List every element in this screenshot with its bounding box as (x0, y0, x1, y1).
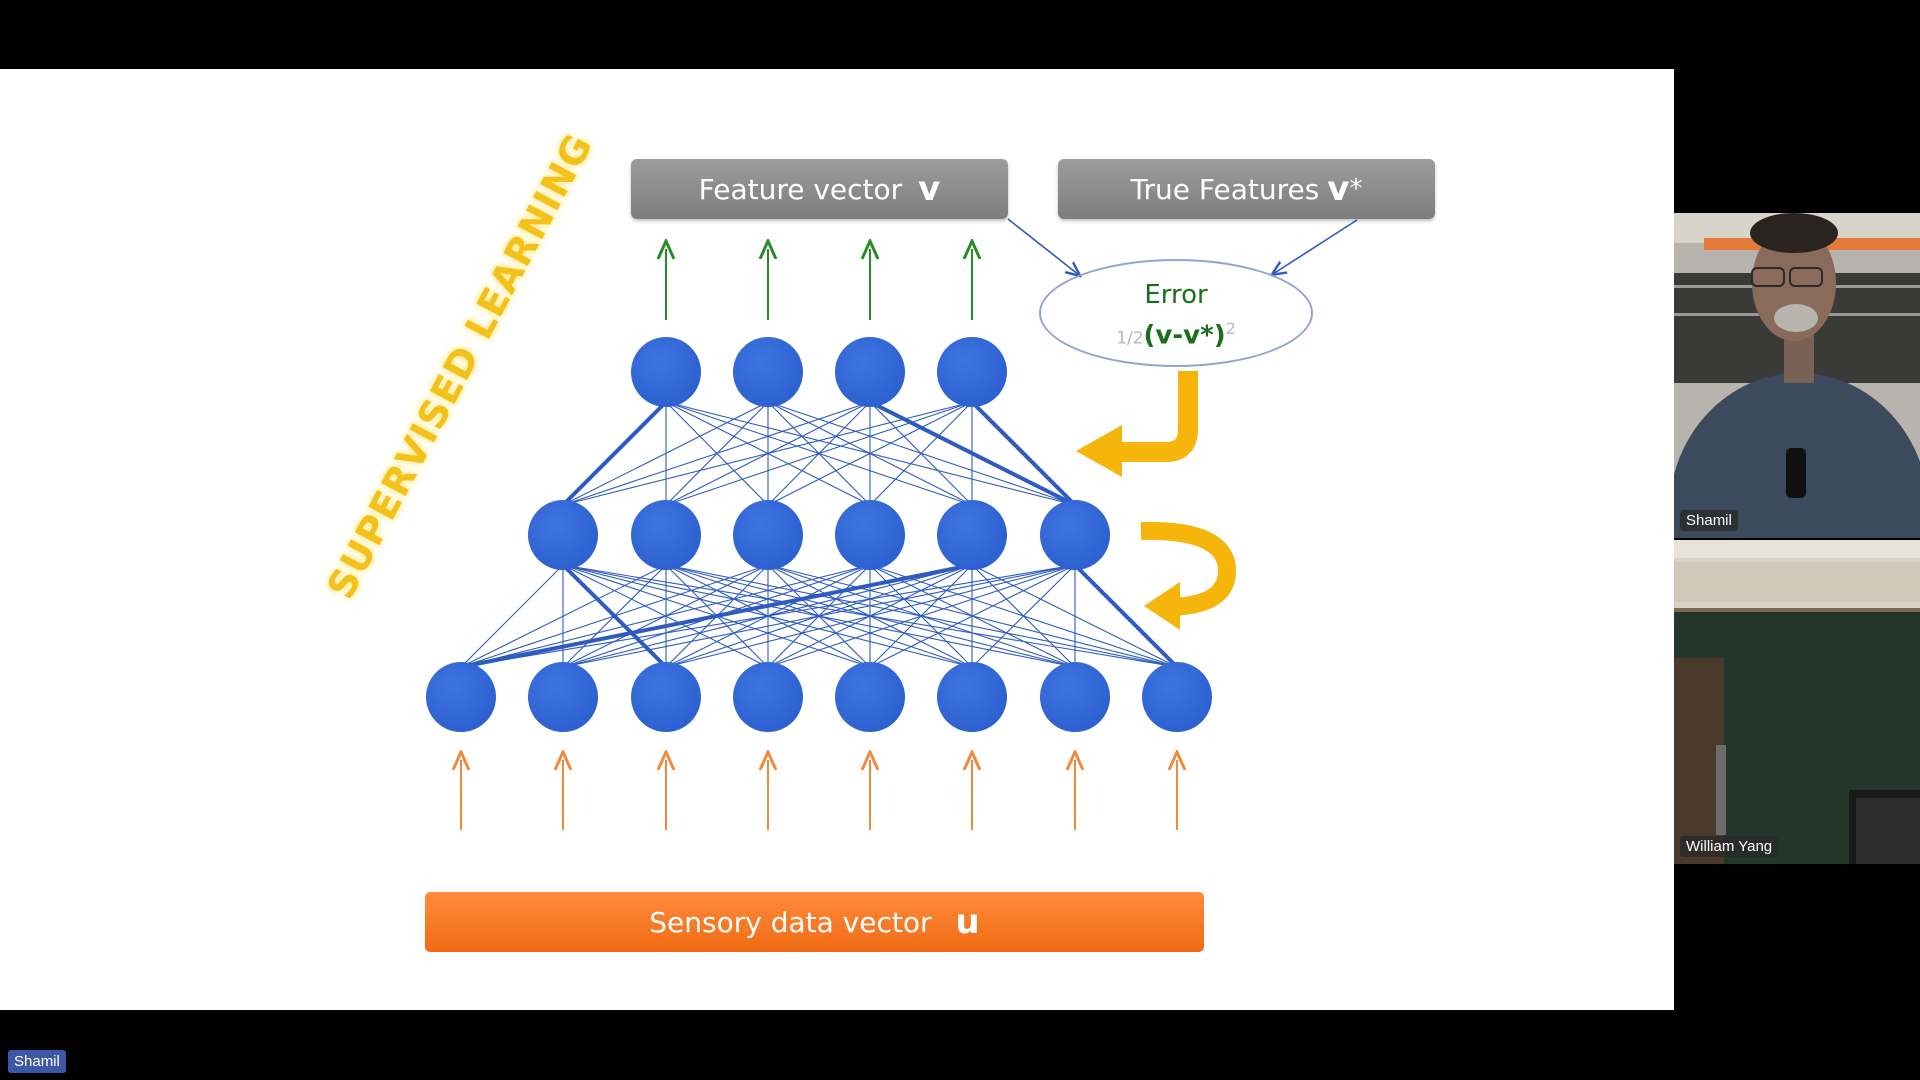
presentation-slide: Feature vector v True Features v* Error … (0, 69, 1674, 1010)
participant-name-tag: Shamil (1680, 510, 1738, 531)
video-frame-presenter (1674, 213, 1920, 538)
error-formula-square: 2 (1225, 319, 1236, 338)
error-formula-main: (v-v*) (1143, 320, 1226, 351)
input-neuron (426, 662, 496, 732)
edge-line (665, 564, 1178, 668)
feature-vector-label: Feature vector (698, 172, 903, 206)
true-features-star: * (1349, 174, 1363, 204)
error-formula-fraction: 1/2 (1116, 328, 1144, 349)
feedback-arrow (1118, 371, 1198, 462)
error-ellipse (1039, 259, 1313, 367)
true-features-box: True Features v* (1058, 159, 1435, 219)
participant-video-william-yang[interactable]: William Yang (1674, 540, 1920, 864)
feature-vector-box: Feature vector v (631, 159, 1008, 219)
active-speaker-tag: Shamil (8, 1050, 66, 1073)
feature-vector-symbol: v (918, 169, 941, 209)
edge-line (767, 564, 1178, 668)
edge-line (460, 564, 564, 668)
video-frame-classroom (1674, 540, 1920, 864)
sensory-data-vector-box: Sensory data vector u (425, 892, 1204, 952)
neural-network-diagram (426, 218, 1358, 830)
feedback-arrowhead (1144, 582, 1180, 630)
hidden-neuron (835, 500, 905, 570)
participant-name-tag: William Yang (1680, 836, 1779, 857)
strong-edge-line (970, 400, 1077, 507)
error-label: Error (1144, 280, 1208, 310)
input-neuron (528, 662, 598, 732)
to-error-line (1007, 218, 1079, 275)
sensory-data-symbol: u (955, 902, 980, 942)
participant-video-shamil[interactable]: Shamil (1674, 213, 1920, 538)
true-features-symbol: v (1327, 169, 1350, 209)
edge-line (562, 564, 973, 668)
hidden-neuron (733, 500, 803, 570)
input-neuron (631, 662, 701, 732)
edge-line (665, 401, 1076, 506)
edge-line (869, 564, 1178, 668)
true-features-label: True Features (1130, 172, 1320, 206)
edge-line (562, 564, 1178, 668)
strong-edge-line (1073, 563, 1179, 669)
strong-edge-line (460, 563, 973, 669)
hidden-neuron (631, 500, 701, 570)
sensory-data-label: Sensory data vector (649, 905, 932, 939)
edge-line (767, 401, 1076, 506)
output-neuron (937, 337, 1007, 407)
edge-line (665, 401, 973, 506)
hidden-neuron (937, 500, 1007, 570)
hidden-neuron (1040, 500, 1110, 570)
input-neuron (733, 662, 803, 732)
hidden-neuron (528, 500, 598, 570)
edge-line (971, 564, 1178, 668)
to-error-line (1273, 219, 1358, 274)
input-neuron (1142, 662, 1212, 732)
input-neuron (937, 662, 1007, 732)
output-neuron (835, 337, 905, 407)
output-neuron (631, 337, 701, 407)
error-formula: 1/2(v-v*)2 (1039, 319, 1313, 351)
strong-edge-line (561, 563, 668, 669)
feedback-arrowhead (1076, 425, 1122, 477)
edge-line (562, 564, 1076, 668)
output-neuron (733, 337, 803, 407)
strong-edge-line (869, 400, 1076, 507)
edge-line (562, 564, 769, 668)
strong-edge-line (561, 400, 668, 507)
feedback-arrow (1140, 521, 1237, 616)
input-neuron (835, 662, 905, 732)
edge-line (665, 401, 769, 506)
input-neuron (1040, 662, 1110, 732)
edge-line (665, 401, 871, 506)
